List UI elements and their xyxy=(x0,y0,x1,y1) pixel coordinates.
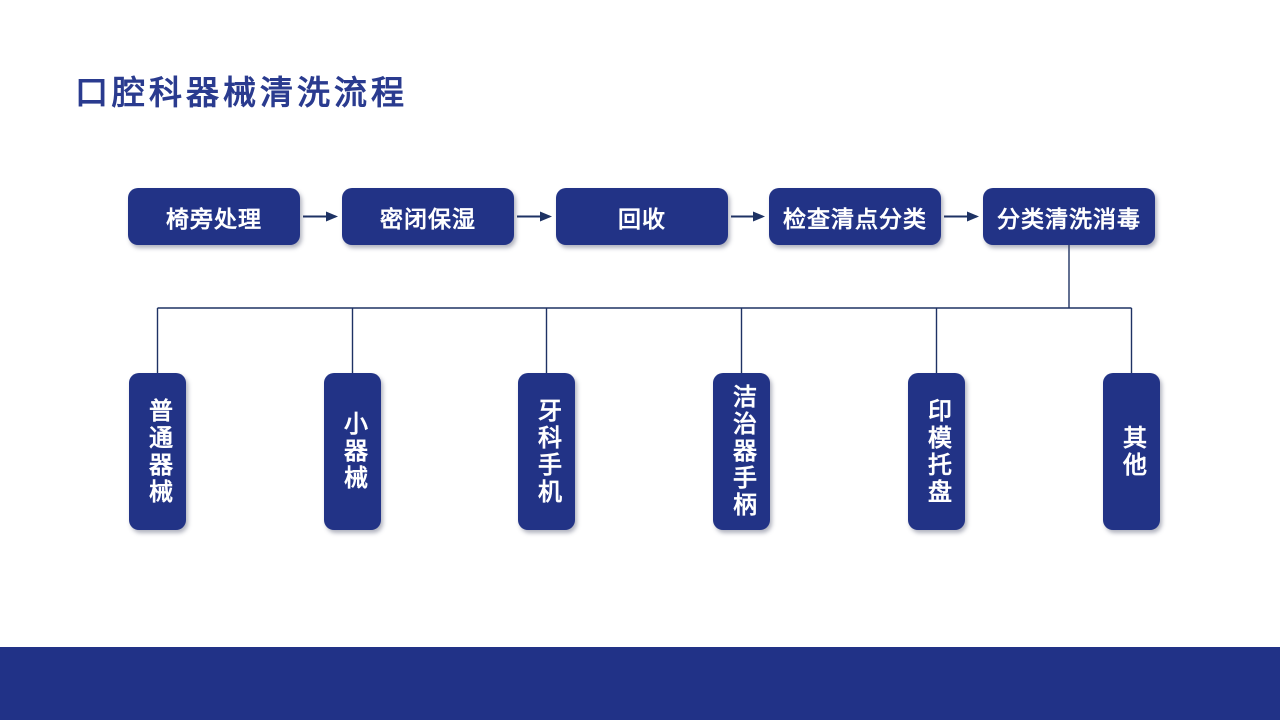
flow-step-label: 密闭保湿 xyxy=(380,205,476,232)
category-label: 小器械 xyxy=(339,411,367,492)
category-box-5: 印模托盘 xyxy=(908,373,965,530)
page-title: 口腔科器械清洗流程 xyxy=(75,74,408,111)
category-box-4: 洁治器手柄 xyxy=(713,373,770,530)
category-box-2: 小器械 xyxy=(324,373,381,530)
category-label: 洁治器手柄 xyxy=(728,384,756,519)
flow-step-label: 分类清洗消毒 xyxy=(997,205,1141,232)
flow-step-label: 椅旁处理 xyxy=(166,205,262,232)
category-label: 其他 xyxy=(1118,424,1146,479)
category-label: 牙科手机 xyxy=(533,397,561,506)
category-box-1: 普通器械 xyxy=(129,373,186,530)
flow-step-label: 检查清点分类 xyxy=(783,205,927,232)
footer-band xyxy=(0,647,1280,720)
flow-step-3: 回收 xyxy=(556,188,728,245)
flow-step-2: 密闭保湿 xyxy=(342,188,514,245)
flow-step-5: 分类清洗消毒 xyxy=(983,188,1155,245)
flow-step-4: 检查清点分类 xyxy=(769,188,941,245)
flow-step-1: 椅旁处理 xyxy=(128,188,300,245)
category-box-6: 其他 xyxy=(1103,373,1160,530)
category-box-3: 牙科手机 xyxy=(518,373,575,530)
category-label: 普通器械 xyxy=(144,397,172,506)
branch-connector xyxy=(156,245,1133,373)
flow-step-label: 回收 xyxy=(618,205,666,232)
category-label: 印模托盘 xyxy=(923,397,951,506)
